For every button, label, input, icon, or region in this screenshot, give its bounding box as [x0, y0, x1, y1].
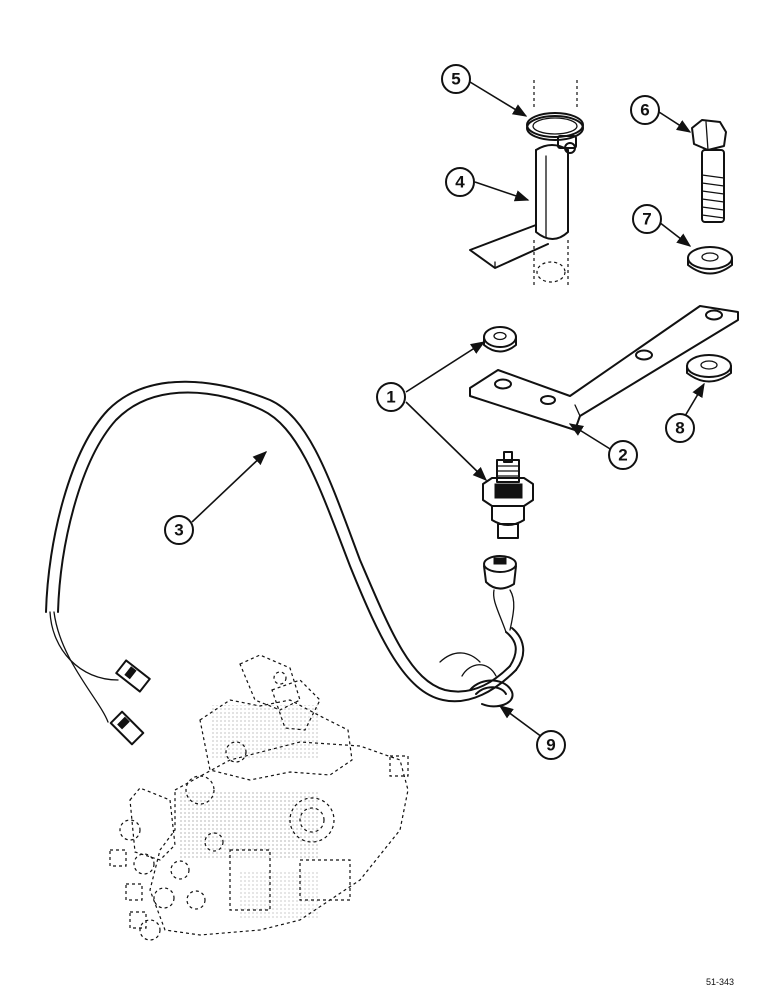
mounting-plate	[469, 305, 739, 431]
nut	[483, 326, 517, 353]
injection-pump	[109, 654, 409, 941]
pressure-switch	[482, 451, 534, 539]
callout-6-label: 6	[640, 101, 649, 120]
callout-2-label: 2	[618, 446, 627, 465]
drawing-reference: 51-343	[706, 977, 734, 987]
bolt	[691, 119, 727, 223]
callout-3-label: 3	[174, 521, 183, 540]
wiring-harness	[45, 380, 525, 746]
harness-clip	[469, 679, 514, 708]
callout-8-label: 8	[675, 419, 684, 438]
callout-3: 3	[164, 515, 194, 545]
washer-7	[687, 246, 733, 275]
washer-8	[686, 354, 732, 383]
callout-7-label: 7	[642, 210, 651, 229]
callout-5: 5	[441, 64, 471, 94]
callout-9: 9	[536, 730, 566, 760]
callout-6: 6	[630, 95, 660, 125]
callout-5-label: 5	[451, 70, 460, 89]
callout-1: 1	[376, 382, 406, 412]
hose-clamp	[526, 80, 584, 154]
callout-7: 7	[632, 204, 662, 234]
leader-lines	[191, 81, 705, 741]
callout-2: 2	[608, 440, 638, 470]
callout-8: 8	[665, 413, 695, 443]
sleeve-bracket	[469, 144, 569, 285]
callout-4: 4	[445, 167, 475, 197]
callout-4-label: 4	[455, 173, 465, 192]
callout-9-label: 9	[546, 736, 555, 755]
callout-1-label: 1	[386, 388, 395, 407]
